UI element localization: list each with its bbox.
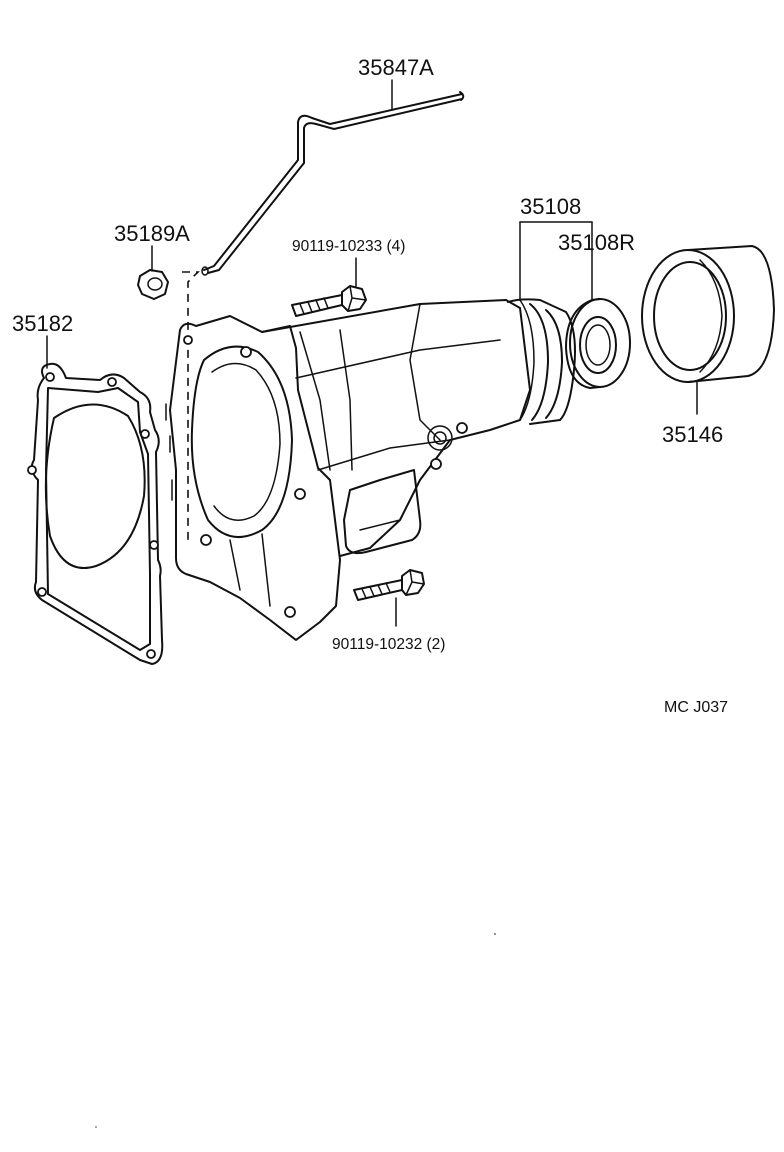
dust-cover (641, 245, 775, 383)
part-number-35108: 35108 (520, 194, 581, 219)
breather-plug (137, 269, 169, 300)
part-number-90119-10233: 90119-10233 (4) (292, 238, 405, 255)
alignment-line-tube (182, 271, 200, 545)
breather-tube (201, 91, 465, 276)
bolt-upper (291, 285, 367, 317)
part-number-35189A: 35189A (114, 221, 190, 246)
gasket (27, 362, 164, 665)
scan-speck (95, 1126, 97, 1128)
part-number-35847A: 35847A (358, 55, 434, 80)
bolt-lower (353, 569, 425, 601)
part-number-35146: 35146 (662, 422, 723, 447)
figure-code: MC J037 (664, 699, 728, 716)
extension-housing (165, 298, 576, 641)
part-number-35108R: 35108R (558, 230, 635, 255)
oil-seal (565, 298, 631, 389)
part-number-35182: 35182 (12, 311, 73, 336)
part-number-90119-10232: 90119-10232 (2) (332, 636, 445, 653)
scan-speck (494, 933, 496, 935)
